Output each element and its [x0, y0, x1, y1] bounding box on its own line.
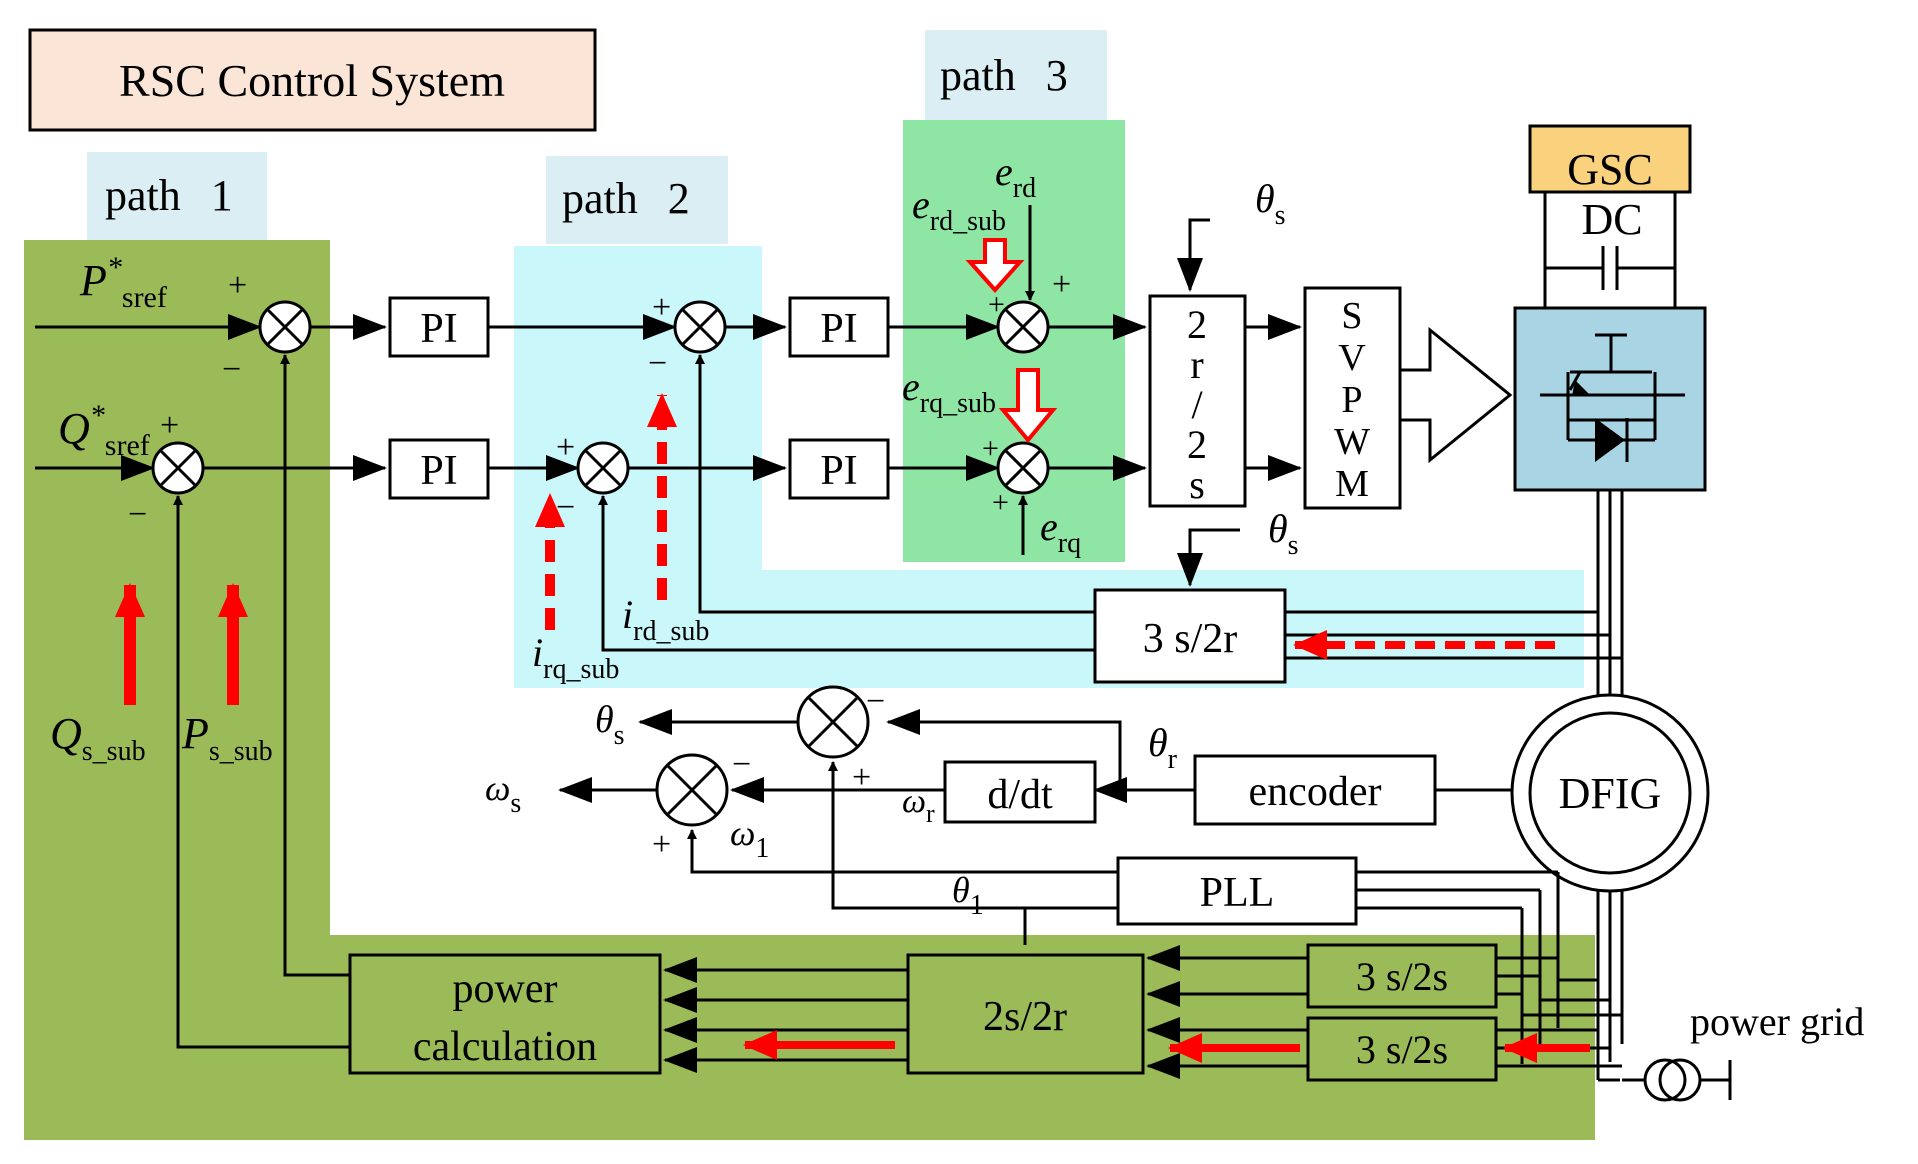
- theta-s-label-mid: θs: [1268, 506, 1299, 561]
- ddt-label: d/dt: [987, 772, 1053, 818]
- svpwm-to-inverter-arrow: [1398, 326, 1513, 464]
- svpwm-char: W: [1334, 421, 1370, 463]
- gsc-label: GSC: [1567, 145, 1653, 194]
- pll-label: PLL: [1200, 870, 1275, 916]
- t2s2r-label: 2s/2r: [983, 994, 1067, 1040]
- t2r2s-char: 2: [1187, 302, 1207, 347]
- svpwm-char: V: [1338, 337, 1366, 379]
- dfig-label: DFIG: [1559, 769, 1662, 818]
- gsc-block: [1528, 124, 1692, 194]
- sign-minus: −: [556, 489, 575, 526]
- sum-junction-omega: [655, 753, 729, 827]
- sum-junction-id: [673, 300, 727, 354]
- sign-plus: +: [228, 267, 247, 304]
- t2r2s-char: s: [1189, 462, 1205, 507]
- omega-1-label: ω1: [730, 813, 769, 864]
- path2-label-box: [546, 156, 728, 244]
- theta-1-label: θ1: [952, 870, 984, 921]
- title-text: RSC Control System: [119, 55, 505, 106]
- svpwm-char: P: [1341, 379, 1362, 421]
- p-sref-label: P*sref: [79, 251, 167, 314]
- t3s2s-label: 3 s/2s: [1356, 954, 1448, 999]
- ird-sub-label: ird_sub: [622, 592, 709, 647]
- path1-label-box: [87, 152, 267, 240]
- ps-sub-label: Ps_sub: [181, 709, 273, 767]
- pi-label: PI: [820, 448, 857, 494]
- ddt-block: [943, 760, 1097, 824]
- power-calculation-block: [348, 953, 662, 1075]
- pi-block-p2: [788, 296, 890, 358]
- power-calc-label: calculation: [413, 1024, 597, 1070]
- pi-block-q2: [788, 438, 890, 500]
- sign-minus: −: [222, 351, 241, 388]
- sign-plus: +: [1052, 266, 1071, 303]
- sign-plus: +: [988, 288, 1005, 321]
- sum-junction-p: [258, 300, 312, 354]
- erd-label: erd: [995, 149, 1036, 204]
- omega-s-label: ωs: [485, 768, 521, 819]
- pi-label: PI: [420, 448, 457, 494]
- dfig-machine: [1510, 693, 1710, 893]
- sign-plus: +: [160, 407, 179, 444]
- irq-sub-label: irq_sub: [532, 630, 619, 685]
- theta-s-label-top: θs: [1255, 176, 1286, 231]
- sign-minus: −: [128, 496, 147, 533]
- inverter-icon: [1513, 306, 1707, 492]
- title-box: [28, 28, 597, 132]
- t3s2s-label: 3 s/2s: [1356, 1027, 1448, 1072]
- pi-block-q1: [388, 438, 490, 500]
- dc-label: DC: [1581, 195, 1642, 244]
- sign-plus: +: [982, 432, 999, 465]
- omega-r-label: ωr: [902, 783, 935, 828]
- sign-plus: +: [652, 289, 671, 326]
- power-grid-label: power grid: [1690, 999, 1864, 1044]
- erd-sub-label: erd_sub: [912, 182, 1006, 237]
- sign-plus: +: [652, 826, 671, 863]
- pi-label: PI: [420, 306, 457, 352]
- svpwm-char: S: [1341, 295, 1362, 337]
- sum-junction-q: [151, 441, 205, 495]
- red-down-arrow-erd: [965, 238, 1025, 294]
- encoder-block: [1193, 754, 1437, 826]
- red-down-arrow-erq: [998, 368, 1058, 444]
- pi-label: PI: [820, 306, 857, 352]
- t2r2s-char: 2: [1187, 422, 1207, 467]
- erq-label: erq: [1040, 504, 1081, 559]
- t2r2s-char: /: [1191, 382, 1203, 427]
- erq-sub-label: erq_sub: [902, 364, 996, 419]
- svpwm-char: M: [1335, 463, 1369, 505]
- sign-minus: −: [648, 345, 667, 382]
- sign-plus: +: [852, 759, 871, 796]
- qs-sub-label: Qs_sub: [50, 709, 146, 767]
- sign-plus: +: [556, 429, 575, 466]
- sign-minus: −: [732, 746, 751, 783]
- transform-3s2s-block-lower: [1306, 1016, 1498, 1082]
- transform-3s2r-block: [1093, 588, 1287, 684]
- sum-junction-erd: [996, 300, 1050, 354]
- power-calc-label: power: [453, 966, 558, 1012]
- sum-junction-erq: [996, 441, 1050, 495]
- sign-plus: +: [992, 486, 1009, 519]
- sum-junction-iq: [576, 441, 630, 495]
- transform-2r2s-block: [1148, 294, 1247, 508]
- theta-r-label: θr: [1148, 720, 1178, 775]
- transform-2s2r-block: [906, 953, 1145, 1075]
- sum-junction-theta: [796, 685, 870, 759]
- theta-s-label-out: θs: [595, 699, 625, 751]
- path3-label-box: [925, 30, 1107, 120]
- sign-minus: −: [866, 683, 885, 720]
- path2-region: [514, 246, 1584, 688]
- t3s2r-label: 3 s/2r: [1143, 616, 1238, 662]
- encoder-label: encoder: [1249, 769, 1382, 815]
- t2r2s-char: r: [1190, 342, 1203, 387]
- pll-block: [1116, 856, 1358, 926]
